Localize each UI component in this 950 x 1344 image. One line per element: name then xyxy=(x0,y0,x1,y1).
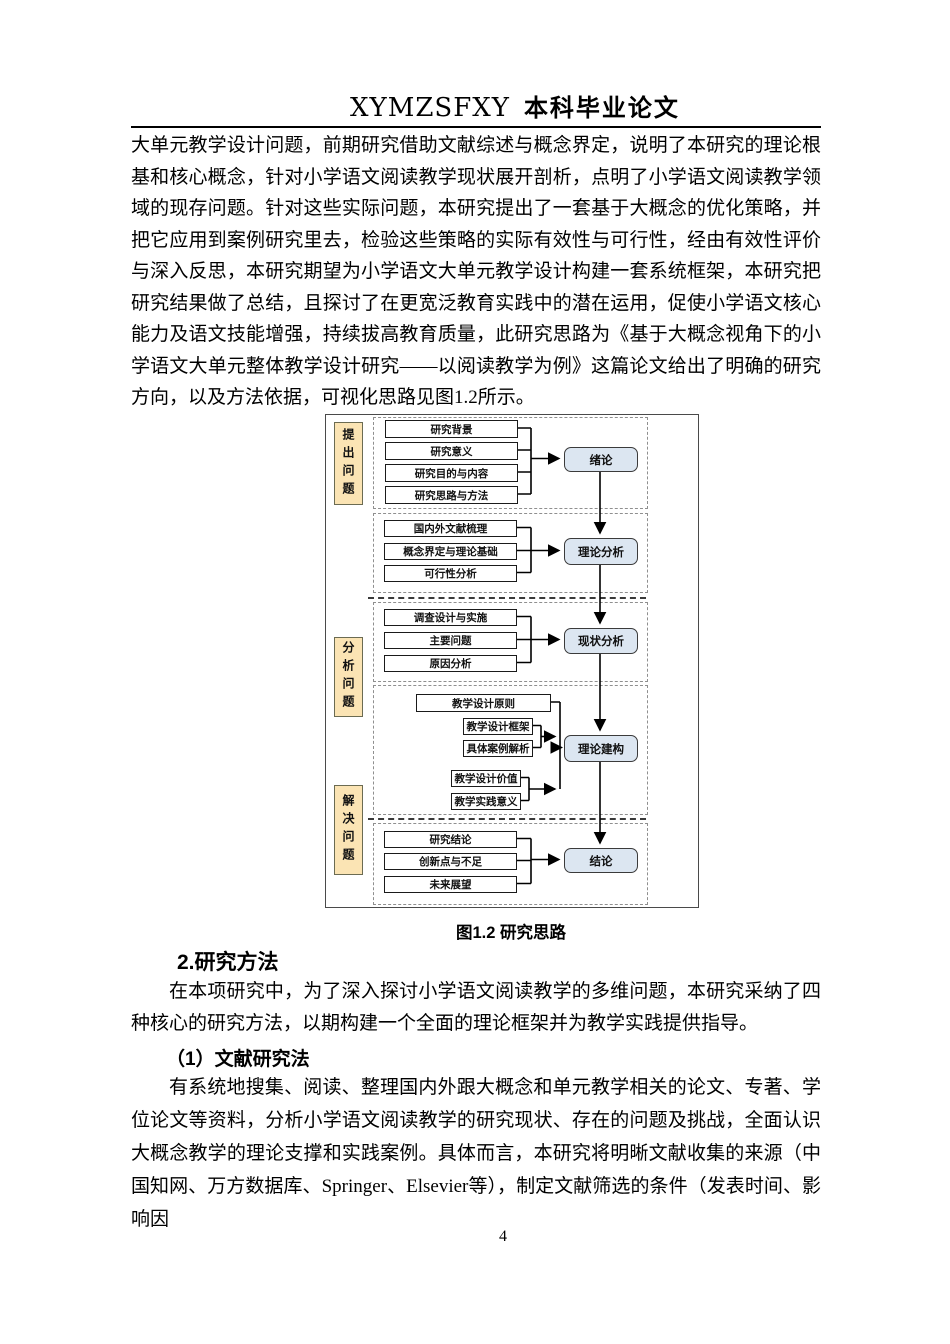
flow-result-box: 现状分析 xyxy=(564,628,638,654)
flow-item-box: 概念界定与理论基础 xyxy=(384,543,517,560)
flow-result-box: 理论分析 xyxy=(564,538,638,565)
flow-item-box: 研究结论 xyxy=(384,831,517,848)
body-paragraph-3: 有系统地搜集、阅读、整理国内外跟大概念和单元教学相关的论文、专著、学位论文等资料… xyxy=(131,1077,821,1230)
flow-item-box: 研究目的与内容 xyxy=(385,464,518,482)
stage-section-1 xyxy=(373,417,648,509)
flow-item-box: 主要问题 xyxy=(384,632,517,649)
subsection-heading: （1）文献研究法 xyxy=(166,1049,310,1070)
phase-label-analyze-questions: 分析问题 xyxy=(334,637,363,717)
flow-result-box: 绪论 xyxy=(564,447,638,472)
body-paragraph-1: 大单元教学设计问题，前期研究借助文献综述与概念界定，说明了本研究的理论根基和核心… xyxy=(131,135,821,408)
body-paragraph-2: 在本项研究中，为了深入探讨小学语文阅读教学的多维问题，本研究采纳了四种核心的研究… xyxy=(131,981,821,1034)
flow-item-box: 原因分析 xyxy=(384,655,517,672)
section-heading: 2.研究方法 xyxy=(177,951,279,974)
flow-item-box: 研究意义 xyxy=(385,442,518,460)
flow-item-box: 具体案例解析 xyxy=(463,740,533,757)
stage-section-3 xyxy=(373,602,648,682)
flow-result-box: 结论 xyxy=(564,848,638,873)
flow-item-box: 调查设计与实施 xyxy=(384,609,517,626)
phase-separator-2 xyxy=(368,818,646,820)
flow-item-box: 创新点与不足 xyxy=(384,853,517,870)
flow-item-box: 教学设计原则 xyxy=(416,694,551,712)
flow-item-box: 国内外文献梳理 xyxy=(384,520,517,537)
phase-separator-1 xyxy=(368,597,646,599)
flow-result-box: 理论建构 xyxy=(564,735,638,762)
flow-item-box: 研究背景 xyxy=(385,420,518,438)
header-title: 本科毕业论文 xyxy=(523,96,680,122)
flow-item-box: 教学设计价值 xyxy=(451,770,521,787)
header-school-code: XYMZSFXY xyxy=(350,93,510,123)
flow-item-box: 未来展望 xyxy=(384,876,517,893)
phase-label-solve-questions: 解决问题 xyxy=(334,785,363,875)
flow-item-box: 教学实践意义 xyxy=(451,793,521,810)
phase-label-raise-questions: 提出问题 xyxy=(334,422,363,505)
page-number: 4 xyxy=(499,1228,507,1245)
figure-caption: 图1.2 研究思路 xyxy=(455,924,567,942)
figure-research-flowchart: 提出问题 分析问题 解决问题 研究背景 研究意义 研究目的与内容 研究思路与方法… xyxy=(325,414,699,908)
page-header: XYMZSFXY 本科毕业论文 xyxy=(0,88,950,123)
flow-item-box: 教学设计框架 xyxy=(463,718,533,735)
stage-section-5 xyxy=(373,823,648,905)
stage-section-4 xyxy=(373,685,648,815)
stage-section-2 xyxy=(373,513,648,593)
flow-item-box: 研究思路与方法 xyxy=(385,486,518,504)
flow-item-box: 可行性分析 xyxy=(384,565,517,582)
header-rule xyxy=(131,126,821,128)
